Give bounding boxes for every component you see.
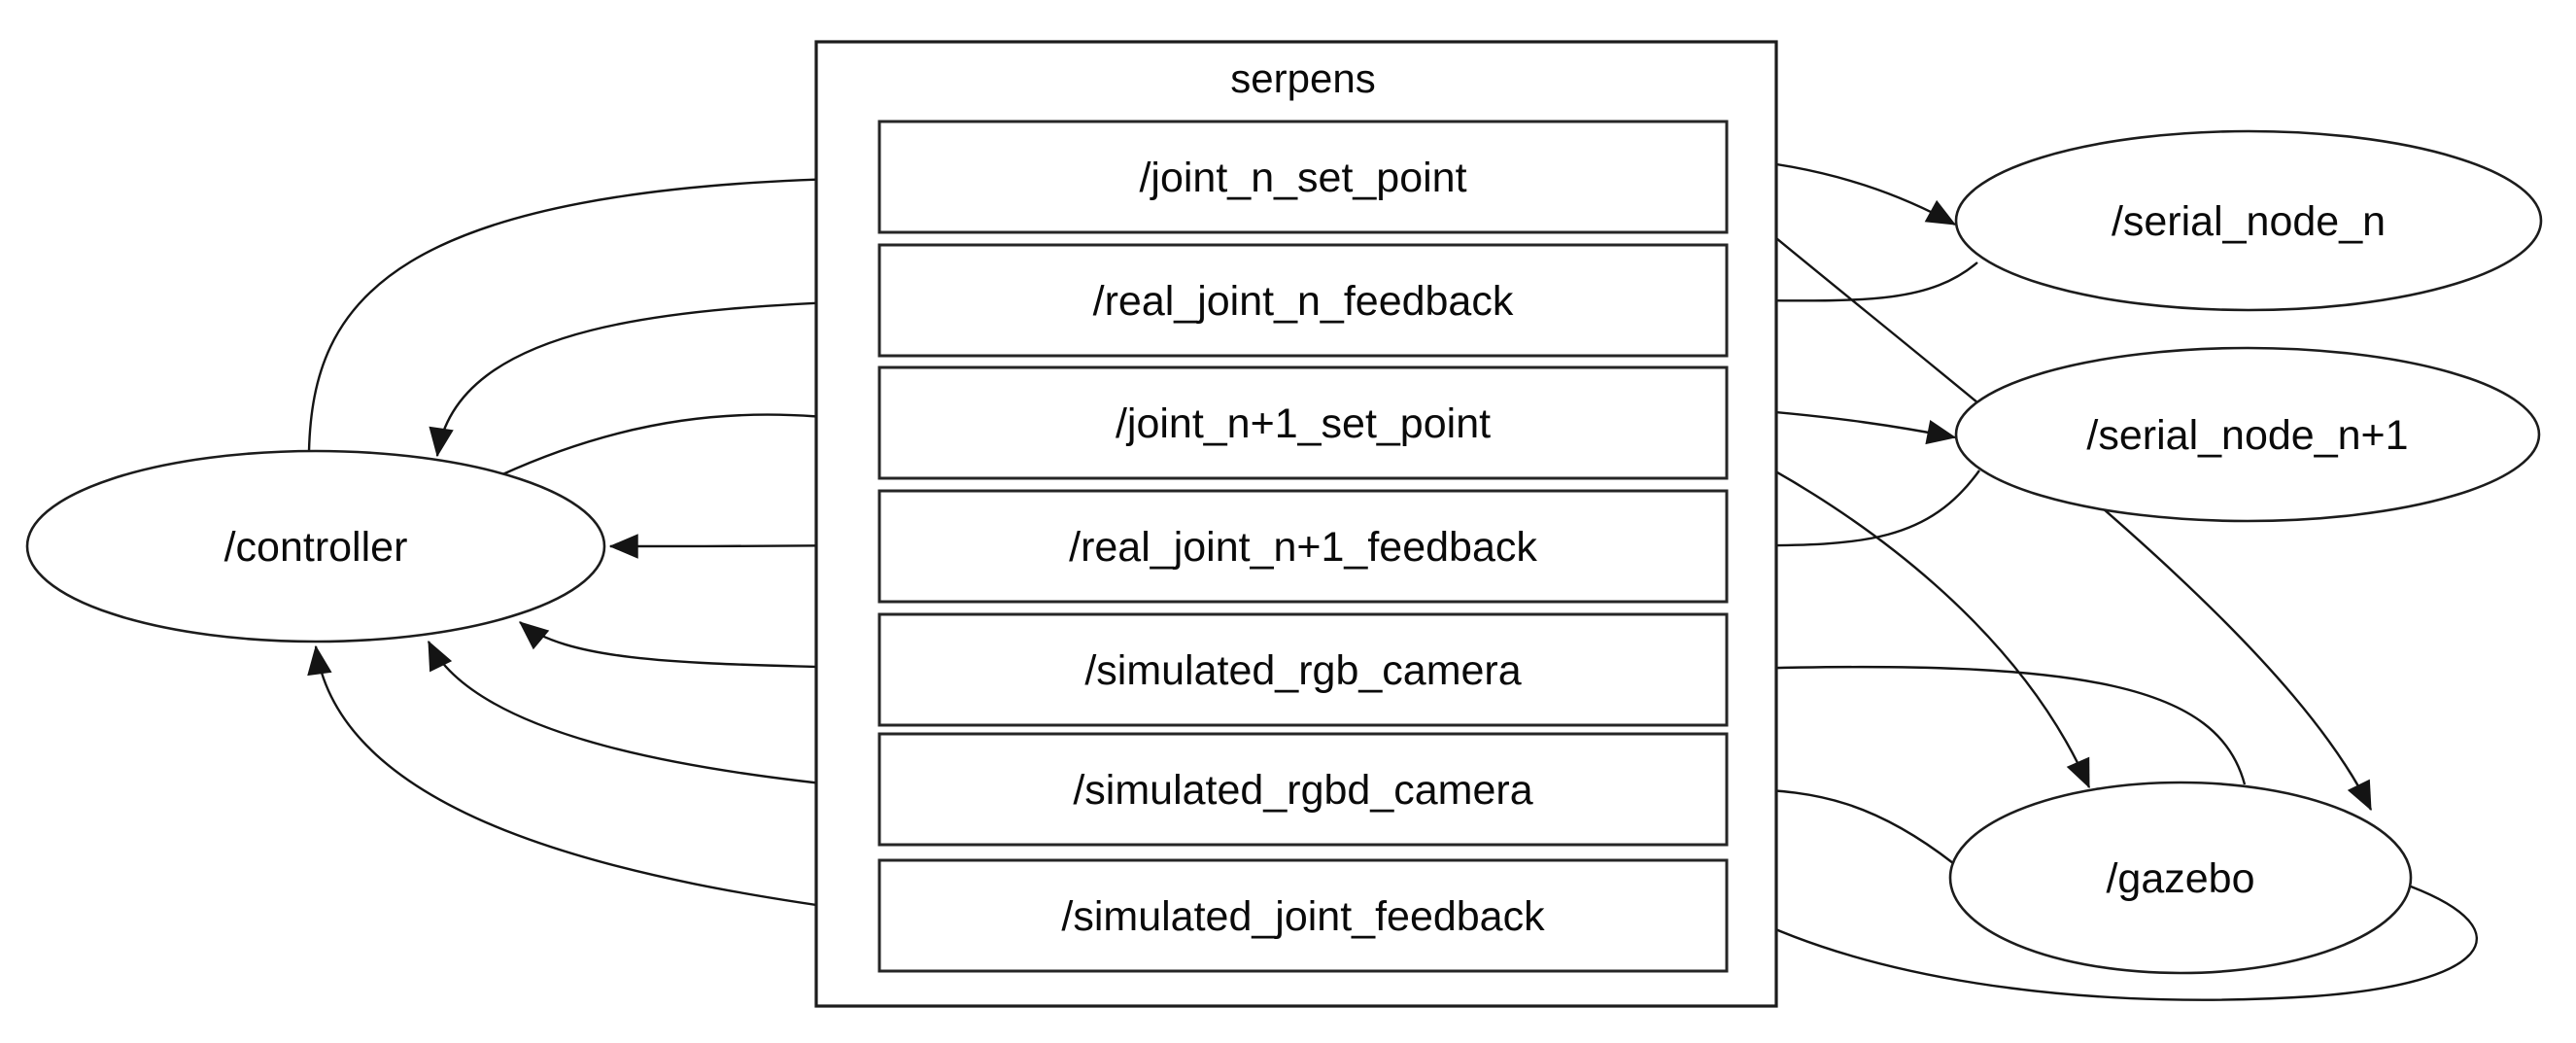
topic-simulated-rgbd-camera: /simulated_rgbd_camera xyxy=(877,732,1729,847)
node-label-controller: /controller xyxy=(224,524,408,571)
node-gazebo: /gazebo xyxy=(1948,781,2413,975)
node-ellipse-gazebo xyxy=(1948,781,2413,975)
topic-box-simulated-rgb-camera xyxy=(877,612,1729,727)
node-controller: /controller xyxy=(25,449,606,643)
node-serial-node-n1: /serial_node_n+1 xyxy=(1954,346,2541,523)
topic-joint-n-set-point: /joint_n_set_point xyxy=(877,120,1729,234)
serpens-group-label: serpens xyxy=(1230,55,1375,101)
node-ellipses: /controller /serial_node_n /serial_node_… xyxy=(25,129,2543,975)
topic-box-joint-n1-set-point xyxy=(877,365,1729,480)
topic-box-simulated-rgbd-camera xyxy=(877,732,1729,847)
topic-box-real-joint-n-feedback xyxy=(877,243,1729,358)
node-serial-node-n: /serial_node_n xyxy=(1954,129,2543,312)
node-ellipse-serial-node-n xyxy=(1954,129,2543,312)
topic-label-joint-n-set-point: /joint_n_set_point xyxy=(1139,155,1466,201)
topic-box-simulated-joint-feedback xyxy=(877,858,1729,973)
edge-gazebo-to-simulated-joint-feedback xyxy=(1739,885,2478,1001)
topic-label-real-joint-n1-feedback: /real_joint_n+1_feedback xyxy=(1069,524,1537,571)
node-label-gazebo: /gazebo xyxy=(2106,855,2254,902)
topic-real-joint-n-feedback: /real_joint_n_feedback xyxy=(877,243,1729,358)
edge-controller-to-joint-n-set-point xyxy=(307,165,875,452)
node-ellipse-controller xyxy=(25,449,606,643)
node-ellipse-serial-node-n1 xyxy=(1954,346,2541,523)
node-label-serial-node-n1: /serial_node_n+1 xyxy=(2086,412,2408,459)
topic-label-simulated-rgb-camera: /simulated_rgb_camera xyxy=(1084,647,1521,694)
topic-label-joint-n1-set-point: /joint_n+1_set_point xyxy=(1116,400,1491,447)
topic-joint-n1-set-point: /joint_n+1_set_point xyxy=(877,365,1729,480)
topic-label-real-joint-n-feedback: /real_joint_n_feedback xyxy=(1093,278,1514,325)
edge-layer xyxy=(307,156,2478,1001)
edge-serial-node-n-to-real-joint-n-feedback xyxy=(1739,261,1978,314)
edge-real-joint-n-feedback-to-controller xyxy=(429,298,880,458)
topic-simulated-rgb-camera: /simulated_rgb_camera xyxy=(877,612,1729,727)
edge-joint-n1-set-point-to-gazebo xyxy=(1726,443,2091,789)
edge-simulated-joint-feedback-to-controller xyxy=(307,644,880,916)
node-label-serial-node-n: /serial_node_n xyxy=(2112,198,2386,245)
edge-serial-node-n1-to-real-joint-n1-feedback xyxy=(1739,469,1980,559)
topic-simulated-joint-feedback: /simulated_joint_feedback xyxy=(877,858,1729,973)
topic-box-real-joint-n1-feedback xyxy=(877,489,1729,604)
edge-gazebo-to-simulated-rgb-camera xyxy=(1739,655,2247,785)
topic-box-joint-n-set-point xyxy=(877,120,1729,234)
topic-label-simulated-rgbd-camera: /simulated_rgbd_camera xyxy=(1073,767,1532,814)
topic-label-simulated-joint-feedback: /simulated_joint_feedback xyxy=(1061,893,1545,940)
topic-boxes: /joint_n_set_point /real_joint_n_feedbac… xyxy=(877,120,1729,973)
topic-real-joint-n1-feedback: /real_joint_n+1_feedback xyxy=(877,489,1729,604)
edge-joint-n-set-point-to-gazebo xyxy=(1726,196,2373,812)
edge-simulated-rgbd-camera-to-controller xyxy=(427,640,880,791)
